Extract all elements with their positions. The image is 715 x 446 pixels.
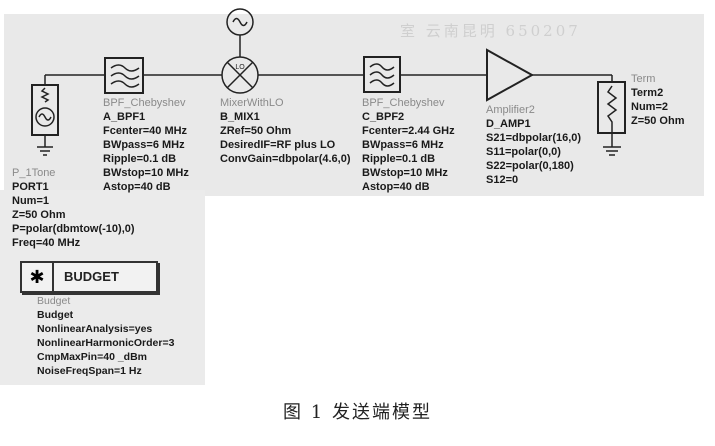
amplifier-symbol[interactable] (486, 48, 535, 102)
component-name: Term2 (631, 87, 664, 99)
bpf2-symbol[interactable] (363, 56, 401, 93)
component-name: A_BPF1 (103, 111, 146, 123)
bpf1-labels: BPF_Chebyshev A_BPF1 Fcenter=40 MHz BWpa… (103, 96, 189, 194)
param: S21=dbpolar(16,0) (486, 132, 582, 144)
param: Z=50 Ohm (631, 115, 685, 127)
amp-labels: Amplifier2 D_AMP1 S21=dbpolar(16,0) S11=… (486, 103, 581, 187)
component-name: C_BPF2 (362, 111, 405, 123)
param: P=polar(dbmtow(-10),0) (12, 223, 135, 235)
budget-gear-icon: ✱ (22, 263, 54, 291)
param: BWpass=6 MHz (103, 139, 185, 151)
param: Num=2 (631, 101, 668, 113)
component-type: Term (631, 73, 656, 85)
param: BWstop=10 MHz (362, 167, 448, 179)
param: Ripple=0.1 dB (362, 153, 436, 165)
mixer-symbol[interactable]: LO (221, 8, 259, 94)
param: Ripple=0.1 dB (103, 153, 177, 165)
port-labels: P_1Tone PORT1 Num=1 Z=50 Ohm P=polar(dbm… (12, 166, 135, 250)
param: S22=polar(0,180) (486, 160, 574, 172)
mixer-labels: MixerWithLO B_MIX1 ZRef=50 Ohm DesiredIF… (220, 96, 351, 166)
bpf2-labels: BPF_Chebyshev C_BPF2 Fcenter=2.44 GHz BW… (362, 96, 455, 194)
budget-button-label: BUDGET (64, 269, 119, 284)
param: CmpMaxPin=40 _dBm (37, 351, 147, 363)
param: ConvGain=dbpolar(4.6,0) (220, 153, 351, 165)
bpf1-symbol[interactable] (104, 57, 144, 94)
param: S12=0 (486, 174, 519, 186)
component-name: B_MIX1 (220, 111, 260, 123)
component-type: Amplifier2 (486, 104, 535, 116)
param: Z=50 Ohm (12, 209, 66, 221)
budget-controller[interactable]: ✱ BUDGET (20, 261, 158, 293)
term-symbol[interactable] (597, 75, 626, 156)
port-source-symbol[interactable] (31, 75, 59, 156)
param: NonlinearAnalysis=yes (37, 323, 153, 335)
term-labels: Term Term2 Num=2 Z=50 Ohm (631, 72, 685, 128)
component-name: D_AMP1 (486, 118, 531, 130)
param: Freq=40 MHz (12, 237, 81, 249)
budget-labels: Budget Budget NonlinearAnalysis=yes Nonl… (37, 294, 174, 378)
param: ZRef=50 Ohm (220, 125, 292, 137)
param: NoiseFreqSpan=1 Hz (37, 365, 142, 377)
component-type: MixerWithLO (220, 97, 284, 109)
param: BWpass=6 MHz (362, 139, 444, 151)
param: NonlinearHarmonicOrder=3 (37, 337, 175, 349)
schematic-background (4, 14, 704, 196)
bleed-through-text: 室 云南昆明 650207 (400, 22, 581, 40)
param: Astop=40 dB (103, 181, 171, 193)
component-type: BPF_Chebyshev (362, 97, 445, 109)
param: Astop=40 dB (362, 181, 430, 193)
component-type: P_1Tone (12, 167, 56, 179)
param: DesiredIF=RF plus LO (220, 139, 336, 151)
svg-text:LO: LO (235, 64, 245, 71)
param: Num=1 (12, 195, 49, 207)
component-type: Budget (37, 295, 71, 307)
param: BWstop=10 MHz (103, 167, 189, 179)
component-type: BPF_Chebyshev (103, 97, 186, 109)
param: S11=polar(0,0) (486, 146, 561, 158)
figure-caption: 图 1 发送端模型 (283, 402, 432, 423)
param: Fcenter=40 MHz (103, 125, 188, 137)
param: Fcenter=2.44 GHz (362, 125, 455, 137)
component-name: Budget (37, 309, 74, 321)
component-name: PORT1 (12, 181, 49, 193)
